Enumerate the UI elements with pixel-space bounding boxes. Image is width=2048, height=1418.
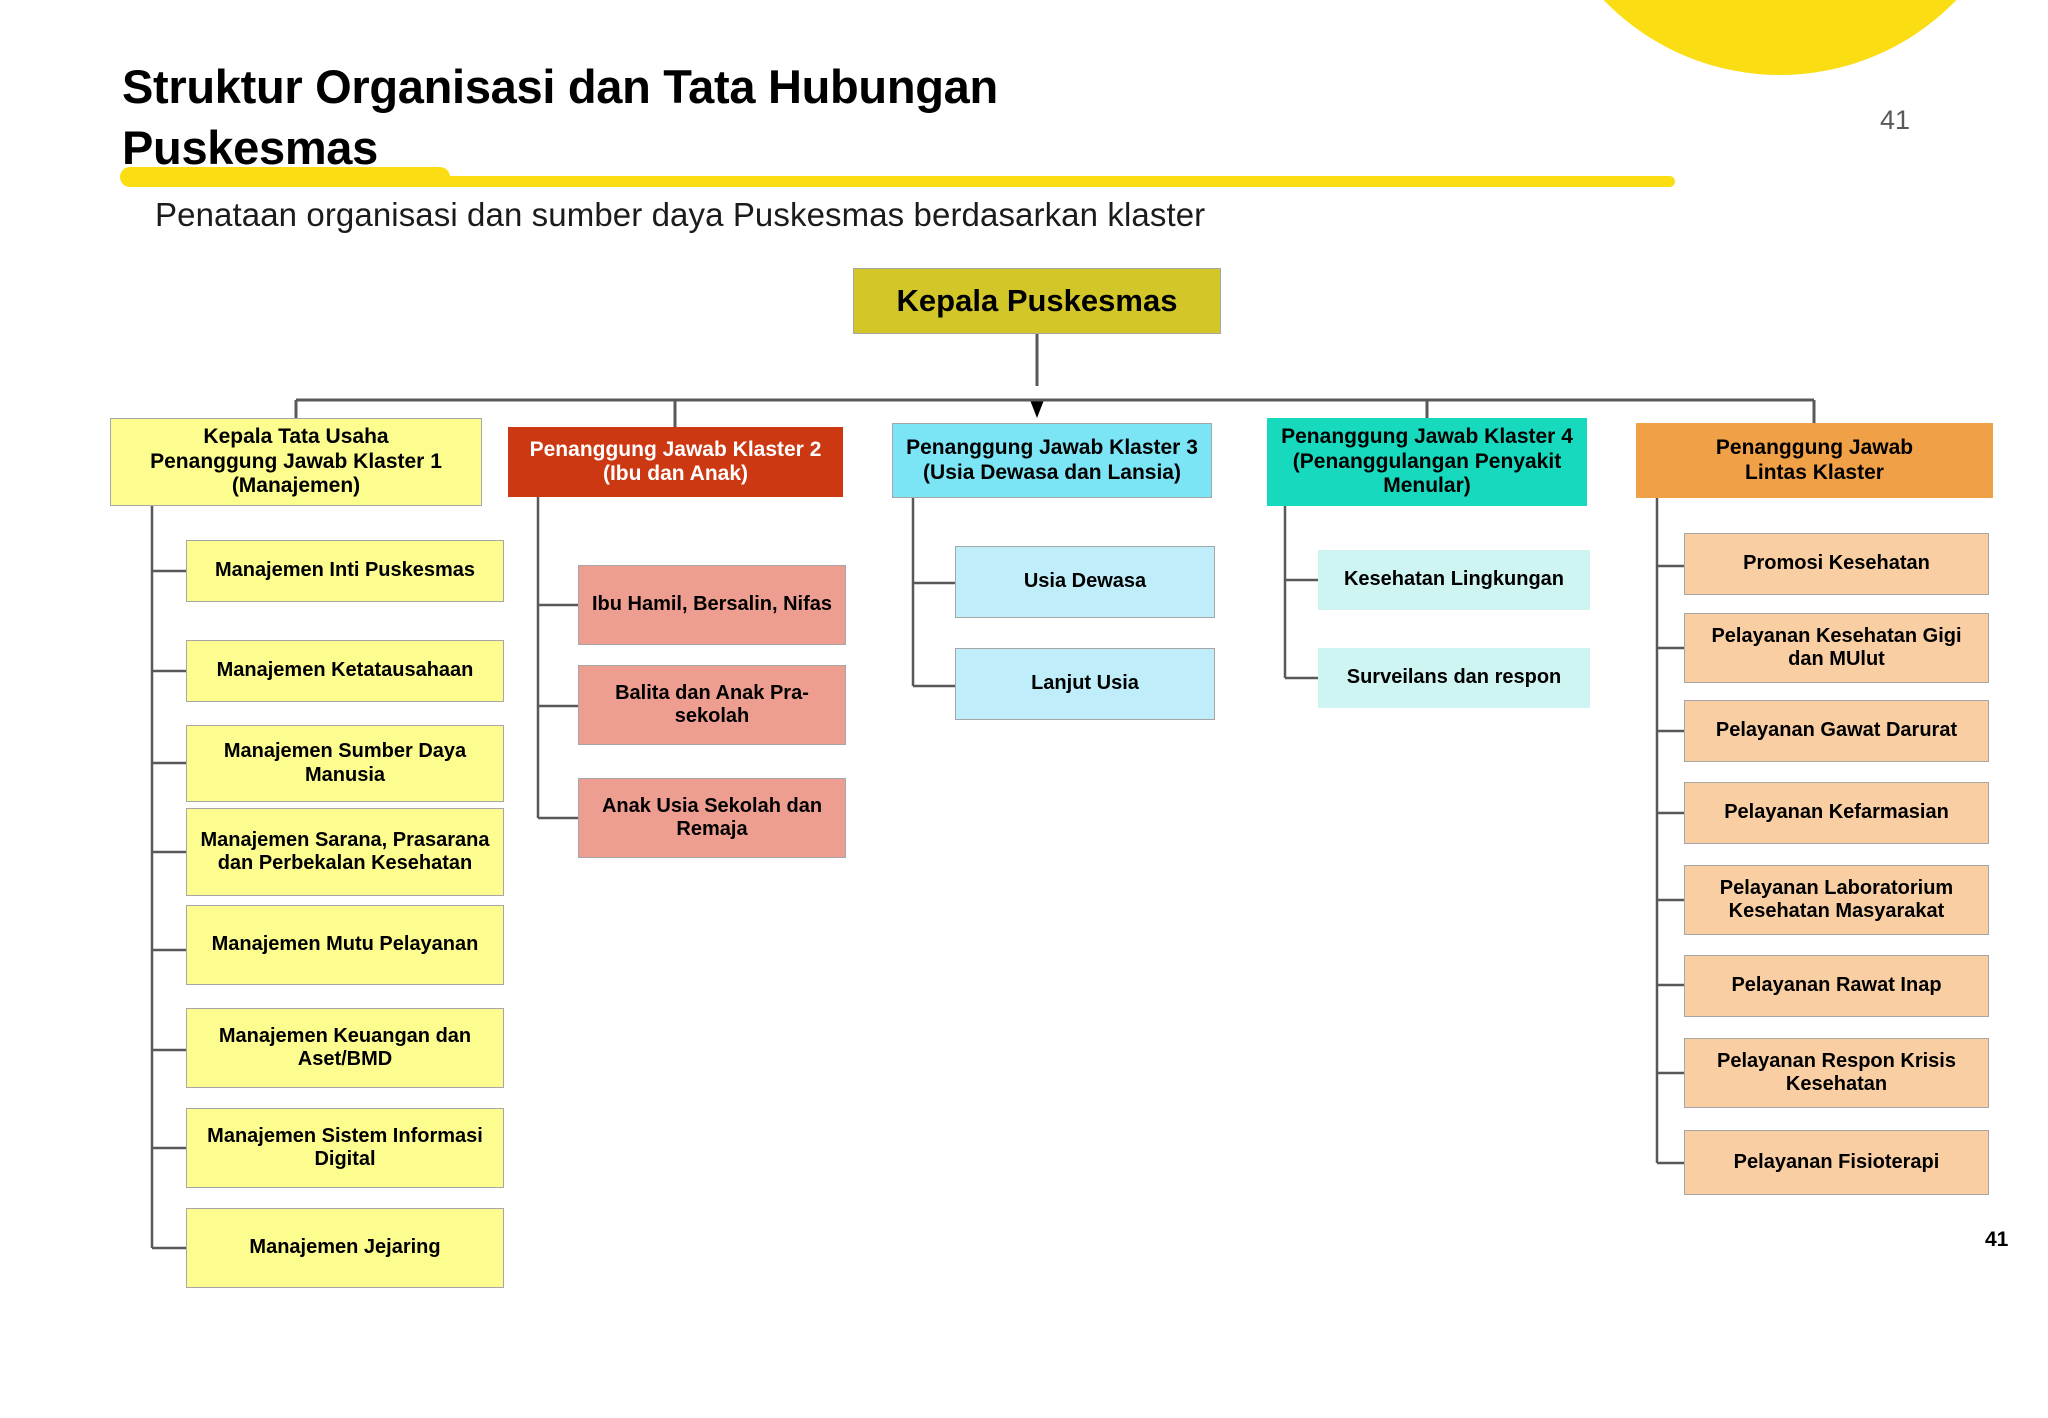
cluster-3-header-line-1: Penanggung Jawab Klaster 3 [906,436,1198,460]
node-lk-child-5[interactable]: Pelayanan Laboratorium Kesehatan Masyara… [1684,865,1989,935]
cluster-4-header-line-2: (Penanggulangan Penyakit [1292,449,1562,473]
cluster-1-header-line-2: Penanggung Jawab Klaster 1 [150,449,442,473]
node-lk-child-7[interactable]: Pelayanan Respon Krisis Kesehatan [1684,1038,1989,1108]
node-k2-child-2[interactable]: Balita dan Anak Pra-sekolah [578,665,846,745]
node-k1-child-4[interactable]: Manajemen Sarana, Prasarana dan Perbekal… [186,808,504,896]
node-lk-child-8[interactable]: Pelayanan Fisioterapi [1684,1130,1989,1195]
page-number-top: 41 [1880,105,1911,135]
node-lk-child-6[interactable]: Pelayanan Rawat Inap [1684,955,1989,1017]
node-cluster-3-header[interactable]: Penanggung Jawab Klaster 3 (Usia Dewasa … [892,423,1212,498]
cluster-3-header-line-2: (Usia Dewasa dan Lansia) [923,460,1181,484]
lintas-klaster-header-line-2: Lintas Klaster [1745,460,1884,484]
page-number-bottom: 41 [1985,1228,2009,1251]
page-title-line-2: Puskesmas [122,120,378,174]
node-k1-child-7[interactable]: Manajemen Sistem Informasi Digital [186,1108,504,1188]
node-kepala-puskesmas[interactable]: Kepala Puskesmas [853,268,1221,334]
node-k4-child-2[interactable]: Surveilans dan respon [1318,648,1590,708]
node-k2-child-3[interactable]: Anak Usia Sekolah dan Remaja [578,778,846,858]
node-lintas-klaster-header[interactable]: Penanggung Jawab Lintas Klaster [1636,423,1993,498]
node-lk-child-1[interactable]: Promosi Kesehatan [1684,533,1989,595]
cluster-4-header-line-1: Penanggung Jawab Klaster 4 [1281,425,1573,449]
node-cluster-4-header[interactable]: Penanggung Jawab Klaster 4 (Penanggulang… [1267,418,1587,506]
cluster-4-header-line-3: Menular) [1383,474,1471,498]
node-lk-child-2[interactable]: Pelayanan Kesehatan Gigi dan MUlut [1684,613,1989,683]
node-k1-child-3[interactable]: Manajemen Sumber Daya Manusia [186,725,504,802]
node-k1-child-8[interactable]: Manajemen Jejaring [186,1208,504,1288]
slide-subtitle: Penataan organisasi dan sumber daya Pusk… [155,196,1206,233]
node-k2-child-1[interactable]: Ibu Hamil, Bersalin, Nifas [578,565,846,645]
cluster-1-header-line-1: Kepala Tata Usaha [203,425,389,449]
node-cluster-2-header[interactable]: Penanggung Jawab Klaster 2 (Ibu dan Anak… [508,427,843,497]
accent-rule-thin [430,176,1675,187]
page-title-line-1: Struktur Organisasi dan Tata Hubungan [122,60,998,114]
cluster-2-header-line-1: Penanggung Jawab Klaster 2 [529,437,822,461]
accent-rule-thick [120,167,450,187]
cluster-1-header-line-3: (Manajemen) [231,474,361,498]
node-lk-child-4[interactable]: Pelayanan Kefarmasian [1684,782,1989,844]
cluster-2-header-line-2: (Ibu dan Anak) [602,462,749,485]
node-cluster-1-header[interactable]: Kepala Tata Usaha Penanggung Jawab Klast… [110,418,482,506]
node-k1-child-6[interactable]: Manajemen Keuangan dan Aset/BMD [186,1008,504,1088]
node-k1-child-5[interactable]: Manajemen Mutu Pelayanan [186,905,504,985]
lintas-klaster-header-line-1: Penanggung Jawab [1715,436,1914,460]
node-k3-child-1[interactable]: Usia Dewasa [955,546,1215,618]
node-k3-child-2[interactable]: Lanjut Usia [955,648,1215,720]
node-k1-child-2[interactable]: Manajemen Ketatausahaan [186,640,504,702]
node-lk-child-3[interactable]: Pelayanan Gawat Darurat [1684,700,1989,762]
node-k1-child-1[interactable]: Manajemen Inti Puskesmas [186,540,504,602]
node-k4-child-1[interactable]: Kesehatan Lingkungan [1318,550,1590,610]
